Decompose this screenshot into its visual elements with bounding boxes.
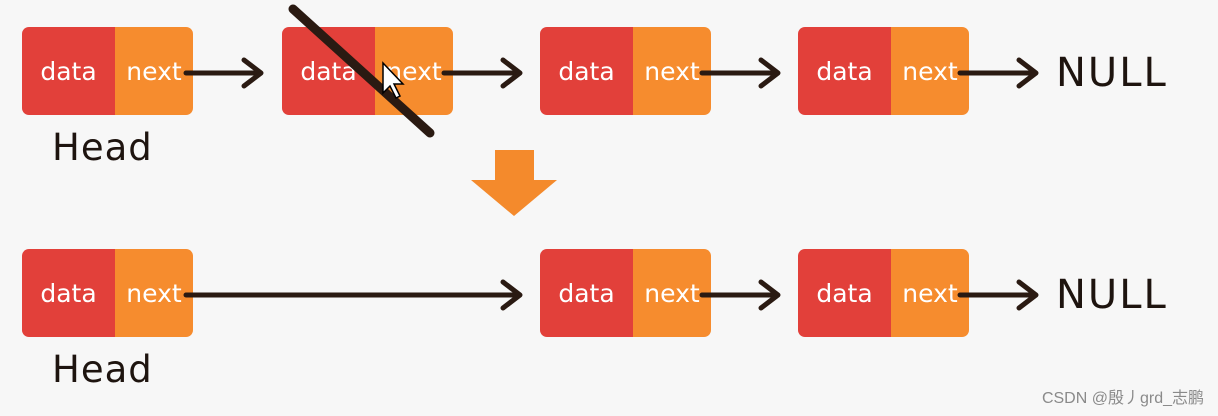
node-data-cell: data bbox=[22, 27, 115, 115]
node-data-cell: data bbox=[282, 27, 375, 115]
node-next-cell: next bbox=[115, 27, 193, 115]
bottom-node-2: data next bbox=[540, 249, 711, 337]
node-next-cell: next bbox=[633, 249, 711, 337]
top-node-2-deleted: data next bbox=[282, 27, 453, 115]
node-next-cell: next bbox=[633, 27, 711, 115]
bottom-arrow-3 bbox=[957, 279, 1039, 311]
down-arrow-icon bbox=[471, 150, 557, 216]
top-node-3: data next bbox=[540, 27, 711, 115]
node-data-cell: data bbox=[798, 27, 891, 115]
node-next-cell: next bbox=[891, 27, 969, 115]
node-data-cell: data bbox=[540, 27, 633, 115]
watermark: CSDN @殷丿grd_志鹏 bbox=[1041, 390, 1204, 407]
bottom-head-label: Head bbox=[52, 348, 153, 391]
node-data-cell: data bbox=[798, 249, 891, 337]
bottom-arrow-2 bbox=[699, 279, 781, 311]
node-next-cell: next bbox=[891, 249, 969, 337]
bottom-node-1: data next bbox=[22, 249, 193, 337]
node-data-cell: data bbox=[22, 249, 115, 337]
top-arrow-2 bbox=[441, 57, 523, 89]
bottom-null-label: NULL bbox=[1056, 272, 1168, 318]
top-node-4: data next bbox=[798, 27, 969, 115]
top-head-label: Head bbox=[52, 126, 153, 169]
top-node-1: data next bbox=[22, 27, 193, 115]
bottom-node-3: data next bbox=[798, 249, 969, 337]
top-arrow-1 bbox=[183, 57, 264, 89]
top-arrow-4 bbox=[957, 57, 1039, 89]
top-arrow-3 bbox=[699, 57, 781, 89]
top-null-label: NULL bbox=[1056, 50, 1168, 96]
node-next-cell: next bbox=[115, 249, 193, 337]
bottom-arrow-skip bbox=[183, 279, 523, 311]
node-next-cell: next bbox=[375, 27, 453, 115]
node-data-cell: data bbox=[540, 249, 633, 337]
